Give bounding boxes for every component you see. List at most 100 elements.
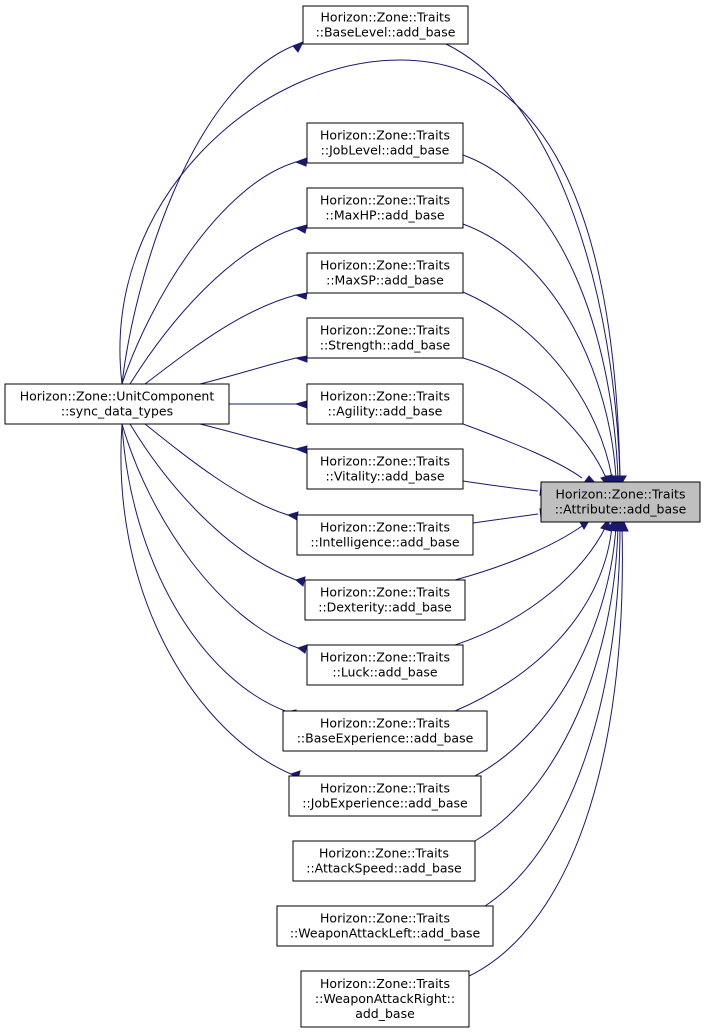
arrowhead (616, 518, 629, 532)
arrowhead (294, 400, 308, 409)
edge-unit_component-to-base_experience (121, 423, 297, 718)
node-box (306, 317, 464, 359)
node-box (306, 383, 464, 425)
edge-line (121, 423, 289, 713)
edge-line (462, 223, 617, 479)
node-agility[interactable]: Horizon::Zone::Traits::Agility::add_base (306, 383, 464, 425)
node-label-line: ::MaxHP::add_base (325, 208, 445, 223)
edge-base_level-to-attribute (445, 43, 627, 487)
edge-unit_component-to-luck (121, 423, 308, 654)
node-label-line: ::AttackSpeed::add_base (306, 861, 462, 876)
node-box (306, 122, 464, 164)
node-label-line: Horizon::Zone::Traits (320, 716, 450, 731)
node-label-line: Horizon::Zone::Traits (320, 258, 450, 273)
edge-line (144, 423, 289, 516)
node-vitality[interactable]: Horizon::Zone::Traits::Vitality::add_bas… (306, 448, 464, 490)
node-label-line: ::Vitality::add_base (325, 469, 444, 484)
node-max-sp[interactable]: Horizon::Zone::Traits::MaxSP::add_base (306, 252, 464, 294)
node-box (306, 187, 464, 229)
edge-unit_component-to-job_experience (120, 423, 301, 780)
edge-line (120, 423, 292, 775)
edge-max_hp-to-attribute (462, 223, 623, 487)
node-label-line: Horizon::Zone::Traits (320, 520, 450, 535)
node-label-line: Horizon::Zone::Traits (320, 193, 450, 208)
edge-job_level-to-attribute (462, 154, 625, 487)
edge-unit_component-to-job_level (121, 157, 308, 385)
edge-line (454, 525, 583, 581)
node-box (540, 481, 701, 523)
node-job-level[interactable]: Horizon::Zone::Traits::JobLevel::add_bas… (306, 122, 464, 164)
node-label-line: ::BaseExperience::add_base (297, 731, 474, 746)
node-intelligence[interactable]: Horizon::Zone::Traits::Intelligence::add… (296, 514, 474, 556)
edge-vitality-to-attribute (462, 480, 553, 496)
edge-line (199, 357, 297, 385)
edge-unit_component-to-max_sp (144, 292, 308, 385)
node-base-experience[interactable]: Horizon::Zone::Traits::BaseExperience::a… (282, 710, 488, 752)
node-box (288, 775, 482, 817)
edge-line (121, 45, 294, 385)
edge-weapon_attack_left-to-attribute (484, 518, 627, 907)
node-label-line: ::Strength::add_base (320, 338, 451, 353)
arrowhead (294, 355, 308, 363)
node-attack-speed[interactable]: Horizon::Zone::Traits::AttackSpeed::add_… (292, 840, 476, 882)
node-box (296, 514, 474, 556)
edge-line (121, 161, 297, 385)
arrowhead (294, 292, 308, 300)
node-strength[interactable]: Horizon::Zone::Traits::Strength::add_bas… (306, 317, 464, 359)
edge-unit_component-to-intelligence (144, 423, 299, 521)
node-box (292, 840, 476, 882)
node-label-line: ::Attribute::add_base (555, 502, 687, 517)
node-label-line: ::JobLevel::add_base (321, 143, 450, 158)
edge-agility-to-attribute (462, 423, 597, 485)
node-label-line: Horizon::Zone::Traits (320, 389, 450, 404)
edge-dexterity-to-attribute (454, 518, 592, 581)
arrowhead (294, 157, 308, 167)
edge-line (462, 423, 583, 479)
node-label-line: ::sync_data_types (61, 404, 173, 419)
node-label-line: Horizon::Zone::Traits (320, 976, 450, 991)
node-box (302, 5, 469, 45)
node-label-line: Horizon::Zone::Traits (320, 650, 450, 665)
node-box (300, 970, 470, 1028)
edge-line (462, 357, 607, 479)
node-unit-component[interactable]: Horizon::Zone::UnitComponent::sync_data_… (4, 383, 230, 425)
node-weapon-attack-left[interactable]: Horizon::Zone::Traits::WeaponAttackLeft:… (276, 905, 494, 947)
arrowhead (294, 224, 308, 234)
edge-line (129, 227, 297, 385)
node-luck[interactable]: Horizon::Zone::Traits::Luck::add_base (306, 644, 464, 686)
edge-line (472, 513, 539, 524)
node-box (304, 579, 466, 621)
node-label-line: ::Intelligence::add_base (310, 535, 459, 550)
edge-strength-to-attribute (462, 357, 613, 487)
node-label-line: ::WeaponAttackLeft::add_base (290, 926, 481, 941)
edge-unit_component-to-base_level (121, 41, 305, 385)
node-label-line: Horizon::Zone::Traits (321, 10, 451, 25)
nodes-layer: Horizon::Zone::UnitComponent::sync_data_… (4, 5, 701, 1028)
edge-line (199, 423, 297, 450)
edge-line (474, 525, 617, 777)
edge-unit_component-to-max_hp (129, 224, 308, 385)
node-label-line: Horizon::Zone::Traits (320, 128, 450, 143)
node-dexterity[interactable]: Horizon::Zone::Traits::Dexterity::add_ba… (304, 579, 466, 621)
edge-unit_component-to-strength (199, 355, 308, 385)
node-label-line: ::JobExperience::add_base (302, 796, 468, 811)
node-box (282, 710, 488, 752)
node-label-line: ::Luck::add_base (332, 665, 438, 680)
edge-unit_component-to-vitality (199, 423, 308, 454)
node-job-experience[interactable]: Horizon::Zone::Traits::JobExperience::ad… (288, 775, 482, 817)
node-max-hp[interactable]: Horizon::Zone::Traits::MaxHP::add_base (306, 187, 464, 229)
edge-unit_component-to-dexterity (129, 423, 306, 587)
node-label-line: add_base (355, 1006, 415, 1021)
edge-attack_speed-to-attribute (474, 518, 624, 842)
edge-line (121, 423, 299, 649)
arrowhead (296, 644, 308, 654)
node-weapon-attack-right[interactable]: Horizon::Zone::Traits::WeaponAttackRight… (300, 970, 470, 1028)
edge-line (464, 525, 623, 979)
node-box (306, 644, 464, 686)
node-base-level[interactable]: Horizon::Zone::Traits::BaseLevel::add_ba… (302, 5, 469, 45)
node-box (306, 252, 464, 294)
edge-line (474, 525, 619, 842)
node-label-line: ::MaxSP::add_base (326, 273, 444, 288)
node-attribute[interactable]: Horizon::Zone::Traits::Attribute::add_ba… (540, 481, 701, 523)
